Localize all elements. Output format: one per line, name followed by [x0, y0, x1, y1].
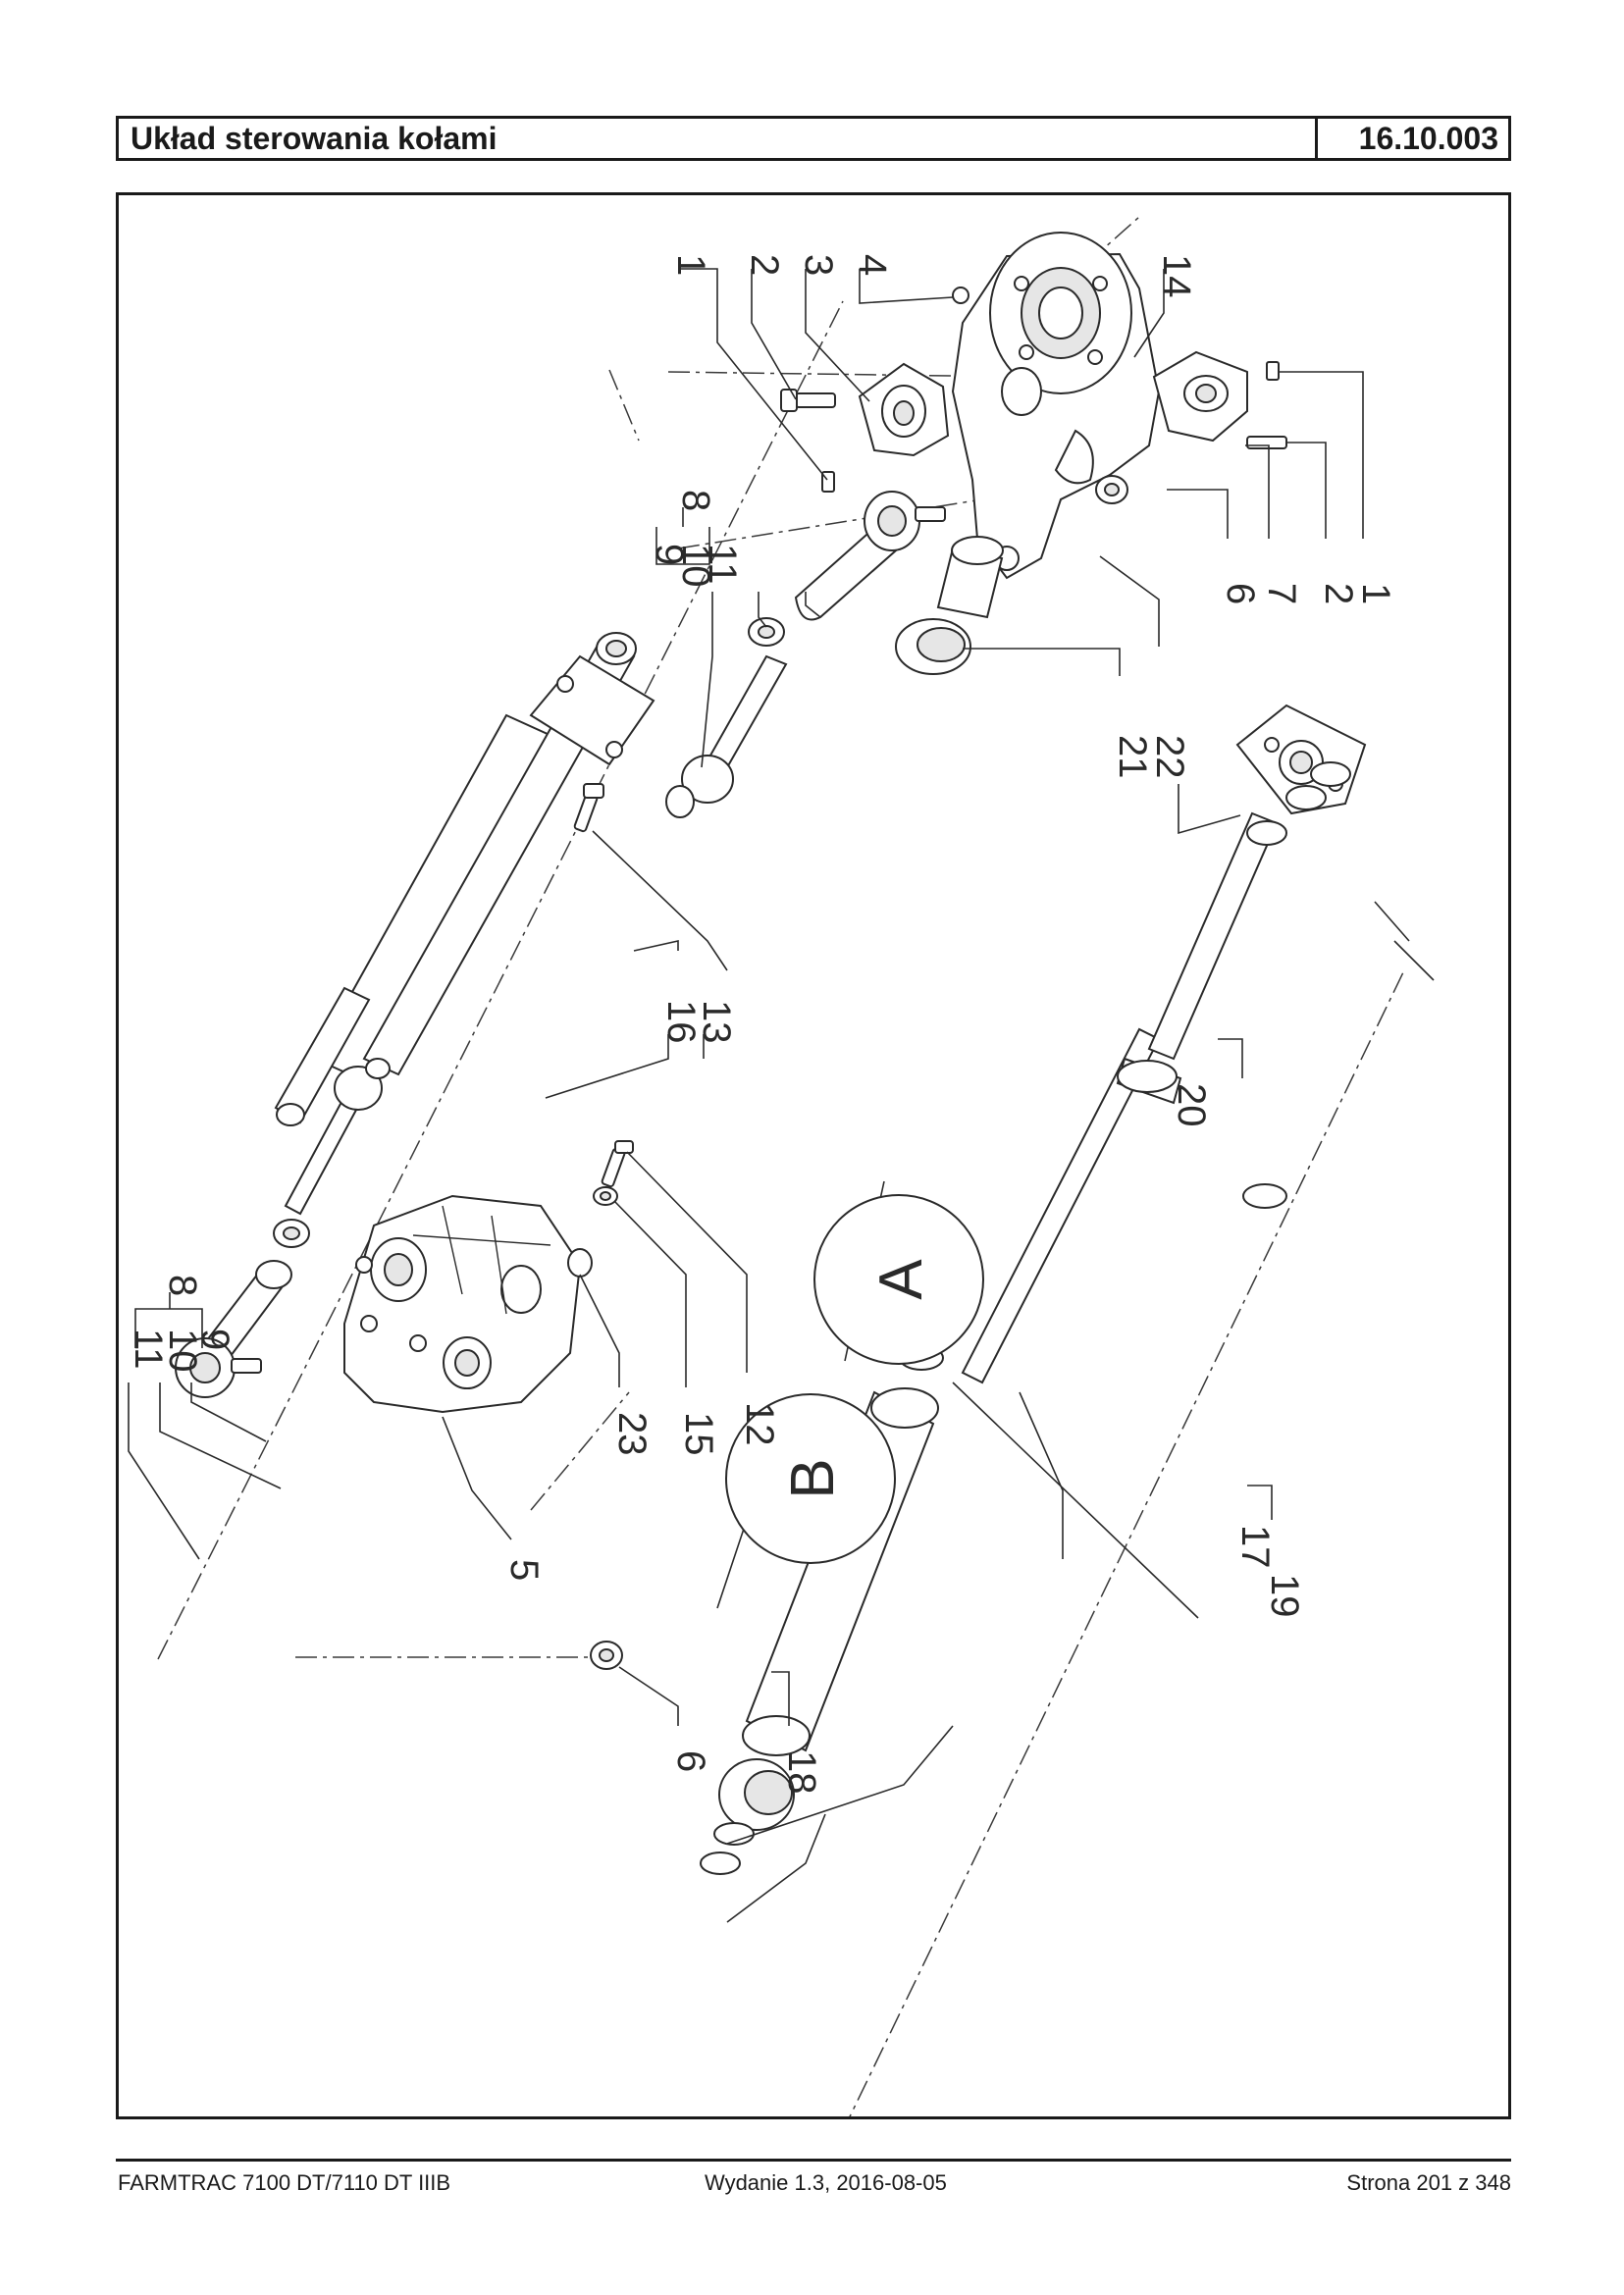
callout-14: 14: [1155, 254, 1198, 298]
callout-labels: 1 2 3 4 14 6 7 2 1 8 9 10 11 21 22 16 13…: [127, 254, 1397, 1795]
callout-15: 15: [677, 1412, 720, 1456]
exploded-diagram-frame: .lbl { font-family: "Liberation Sans", s…: [116, 192, 1511, 2119]
callout-8-right: 8: [674, 490, 717, 511]
tie-rod-nut-left: [273, 1219, 310, 1248]
nut-right: [1095, 475, 1128, 504]
king-pin-cap-top: [858, 362, 950, 457]
steering-knuckle-left: [343, 1194, 582, 1414]
plug-23: [567, 1248, 593, 1278]
plug-4: [952, 287, 969, 304]
callout-13: 13: [695, 1000, 738, 1044]
tie-rod-right: [665, 654, 788, 818]
king-pin-cap-bottom: [1152, 350, 1287, 449]
washer-15: [593, 1186, 618, 1206]
callout-11-right: 11: [701, 544, 744, 585]
nut-left: [590, 1641, 623, 1670]
bushing-21: [895, 618, 971, 675]
callout-9-right: 9: [648, 544, 691, 565]
callout-3: 3: [797, 254, 840, 276]
page-title: Układ sterowania kołami: [119, 119, 1318, 158]
bolt-13: [573, 783, 604, 833]
exploded-diagram: .lbl { font-family: "Liberation Sans", s…: [127, 216, 1435, 2116]
bolt-top: [780, 389, 836, 412]
svg-text:B: B: [779, 1458, 847, 1498]
gland-18: [718, 1758, 795, 1831]
tie-rod-nut-right: [748, 617, 785, 647]
callout-18: 18: [780, 1750, 823, 1795]
callout-16: 16: [659, 1000, 703, 1044]
section-code: 16.10.003: [1358, 121, 1498, 156]
callout-7: 7: [1260, 583, 1303, 604]
bolt-12: [601, 1140, 634, 1188]
detail-circle-a: A: [813, 1194, 984, 1365]
callout-1: 1: [669, 254, 712, 276]
svg-text:A: A: [867, 1259, 935, 1300]
callout-2: 2: [743, 254, 786, 276]
callout-19: 19: [1263, 1574, 1306, 1618]
callout-10-left: 10: [161, 1329, 204, 1373]
callout-2-right: 2: [1317, 583, 1360, 604]
detail-circle-b: B: [725, 1393, 896, 1564]
callout-11-left: 11: [127, 1329, 170, 1370]
callout-6-left: 6: [669, 1750, 712, 1772]
callout-8-left: 8: [161, 1275, 204, 1296]
tie-rod-end-right: [794, 491, 946, 621]
callout-4: 4: [851, 254, 894, 276]
callout-21: 21: [1111, 735, 1154, 779]
callout-1-right: 1: [1354, 583, 1397, 604]
steering-knuckle-right: [951, 232, 1161, 580]
callout-23: 23: [610, 1412, 654, 1456]
tie-rod-left: [284, 1058, 391, 1216]
footer-rule: [116, 2159, 1511, 2162]
callout-12: 12: [738, 1402, 781, 1446]
callout-9-left: 9: [193, 1329, 236, 1350]
tie-rod-end-left: [175, 1260, 292, 1398]
callout-22: 22: [1148, 735, 1191, 779]
footer-page-number: Strona 201 z 348: [1346, 2170, 1511, 2195]
callout-6-right: 6: [1219, 583, 1262, 604]
footer-model: FARMTRAC 7100 DT/7110 DT IIIB: [118, 2170, 451, 2195]
callout-5: 5: [502, 1559, 546, 1581]
callout-20: 20: [1170, 1083, 1213, 1127]
footer-edition: Wydanie 1.3, 2016-08-05: [705, 2170, 947, 2195]
bushing-22: [936, 536, 1004, 619]
piston-rod: [961, 811, 1279, 1384]
page-header: Układ sterowania kołami 16.10.003: [116, 116, 1511, 161]
callout-17: 17: [1233, 1525, 1277, 1569]
callout-10-right: 10: [674, 544, 717, 588]
